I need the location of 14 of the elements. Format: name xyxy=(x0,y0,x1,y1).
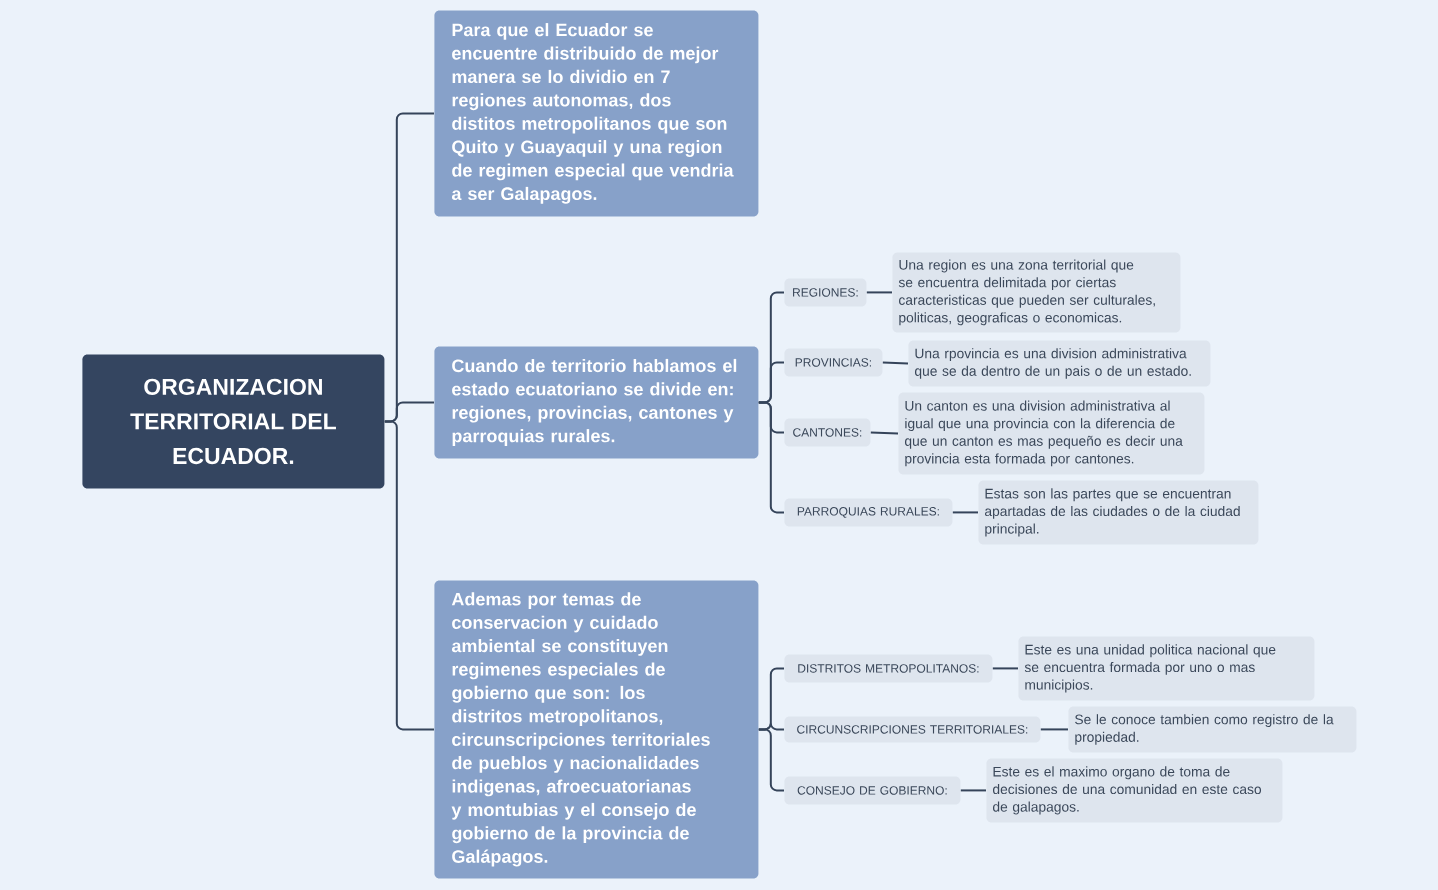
connector-line xyxy=(881,361,909,365)
topic-box: Ademas por temas de conservacion y cuidado ambiental se constituyen regimenes especiales de gobierno que son: los distritos metropolitanos, circunscripciones territoriales de pueblos y nacionalidades indigenas, afroecuatorianas y montubias y el consejo de gobierno de la provincia de Galápagos. xyxy=(434,580,759,879)
connector-line xyxy=(1039,728,1069,731)
connector-line xyxy=(757,401,785,514)
central-topic-box: ORGANIZACION TERRITORIAL DEL ECUADOR. xyxy=(82,354,385,489)
connector-line xyxy=(991,667,1019,670)
connector-line xyxy=(865,291,893,294)
topic-box: Cuando de territorio hablamos el estado ecuatoriano se divide en: regiones, provincias, cantones y parroquias rurales. xyxy=(434,346,759,459)
connector-line xyxy=(757,728,785,792)
connector-line xyxy=(383,420,435,731)
connector-line xyxy=(959,789,987,792)
topic-box: Para que el Ecuador se encuentre distribuido de mejor manera se lo dividio en 7 regiones autonomas, dos distitos metropolitanos que son Quito y Guayaquil y una region de regimen especial que vendria a ser Galapagos. xyxy=(434,10,759,217)
connector-line xyxy=(951,511,979,514)
connector-line xyxy=(869,431,899,435)
